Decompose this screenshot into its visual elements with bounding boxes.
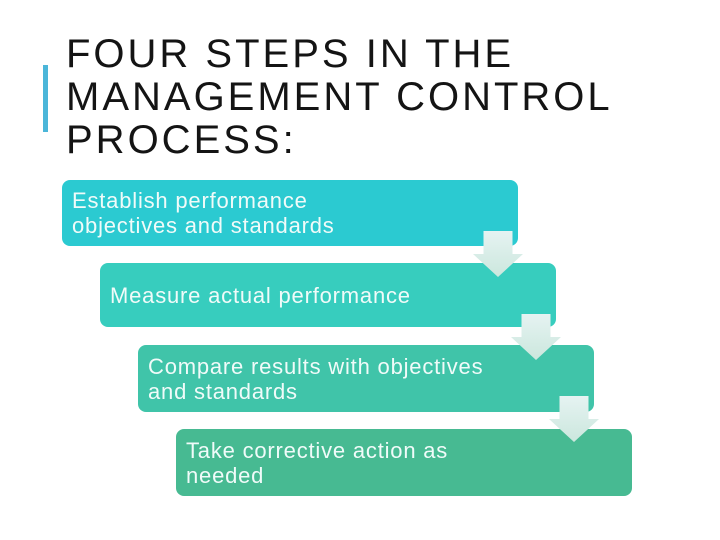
- step-label: objectives and standards: [72, 213, 335, 238]
- page-title: FOUR STEPS IN THE MANAGEMENT CONTROL PRO…: [66, 33, 686, 162]
- step-box-compare-results: Compare results with objectives and stan…: [138, 345, 599, 442]
- step-label: needed: [186, 462, 265, 488]
- step-label: Measure actual performance: [110, 282, 411, 308]
- step-label: Compare results with objectives: [148, 353, 484, 379]
- step-label: and standards: [148, 378, 298, 404]
- step-box-measure-performance: Measure actual performance: [100, 263, 561, 360]
- step-box-establish-objectives: Establish performance objectives and sta…: [62, 180, 523, 277]
- step-label: Establish performance: [72, 188, 308, 213]
- step-box-corrective-action: Take corrective action as needed: [176, 429, 632, 496]
- page-title-line-2: MANAGEMENT CONTROL: [66, 75, 613, 119]
- page-title-line-3: PROCESS:: [66, 118, 297, 162]
- page-title-line-1: FOUR STEPS IN THE: [66, 32, 515, 76]
- step-label: Take corrective action as: [186, 437, 449, 463]
- title-accent-bar: [43, 65, 48, 132]
